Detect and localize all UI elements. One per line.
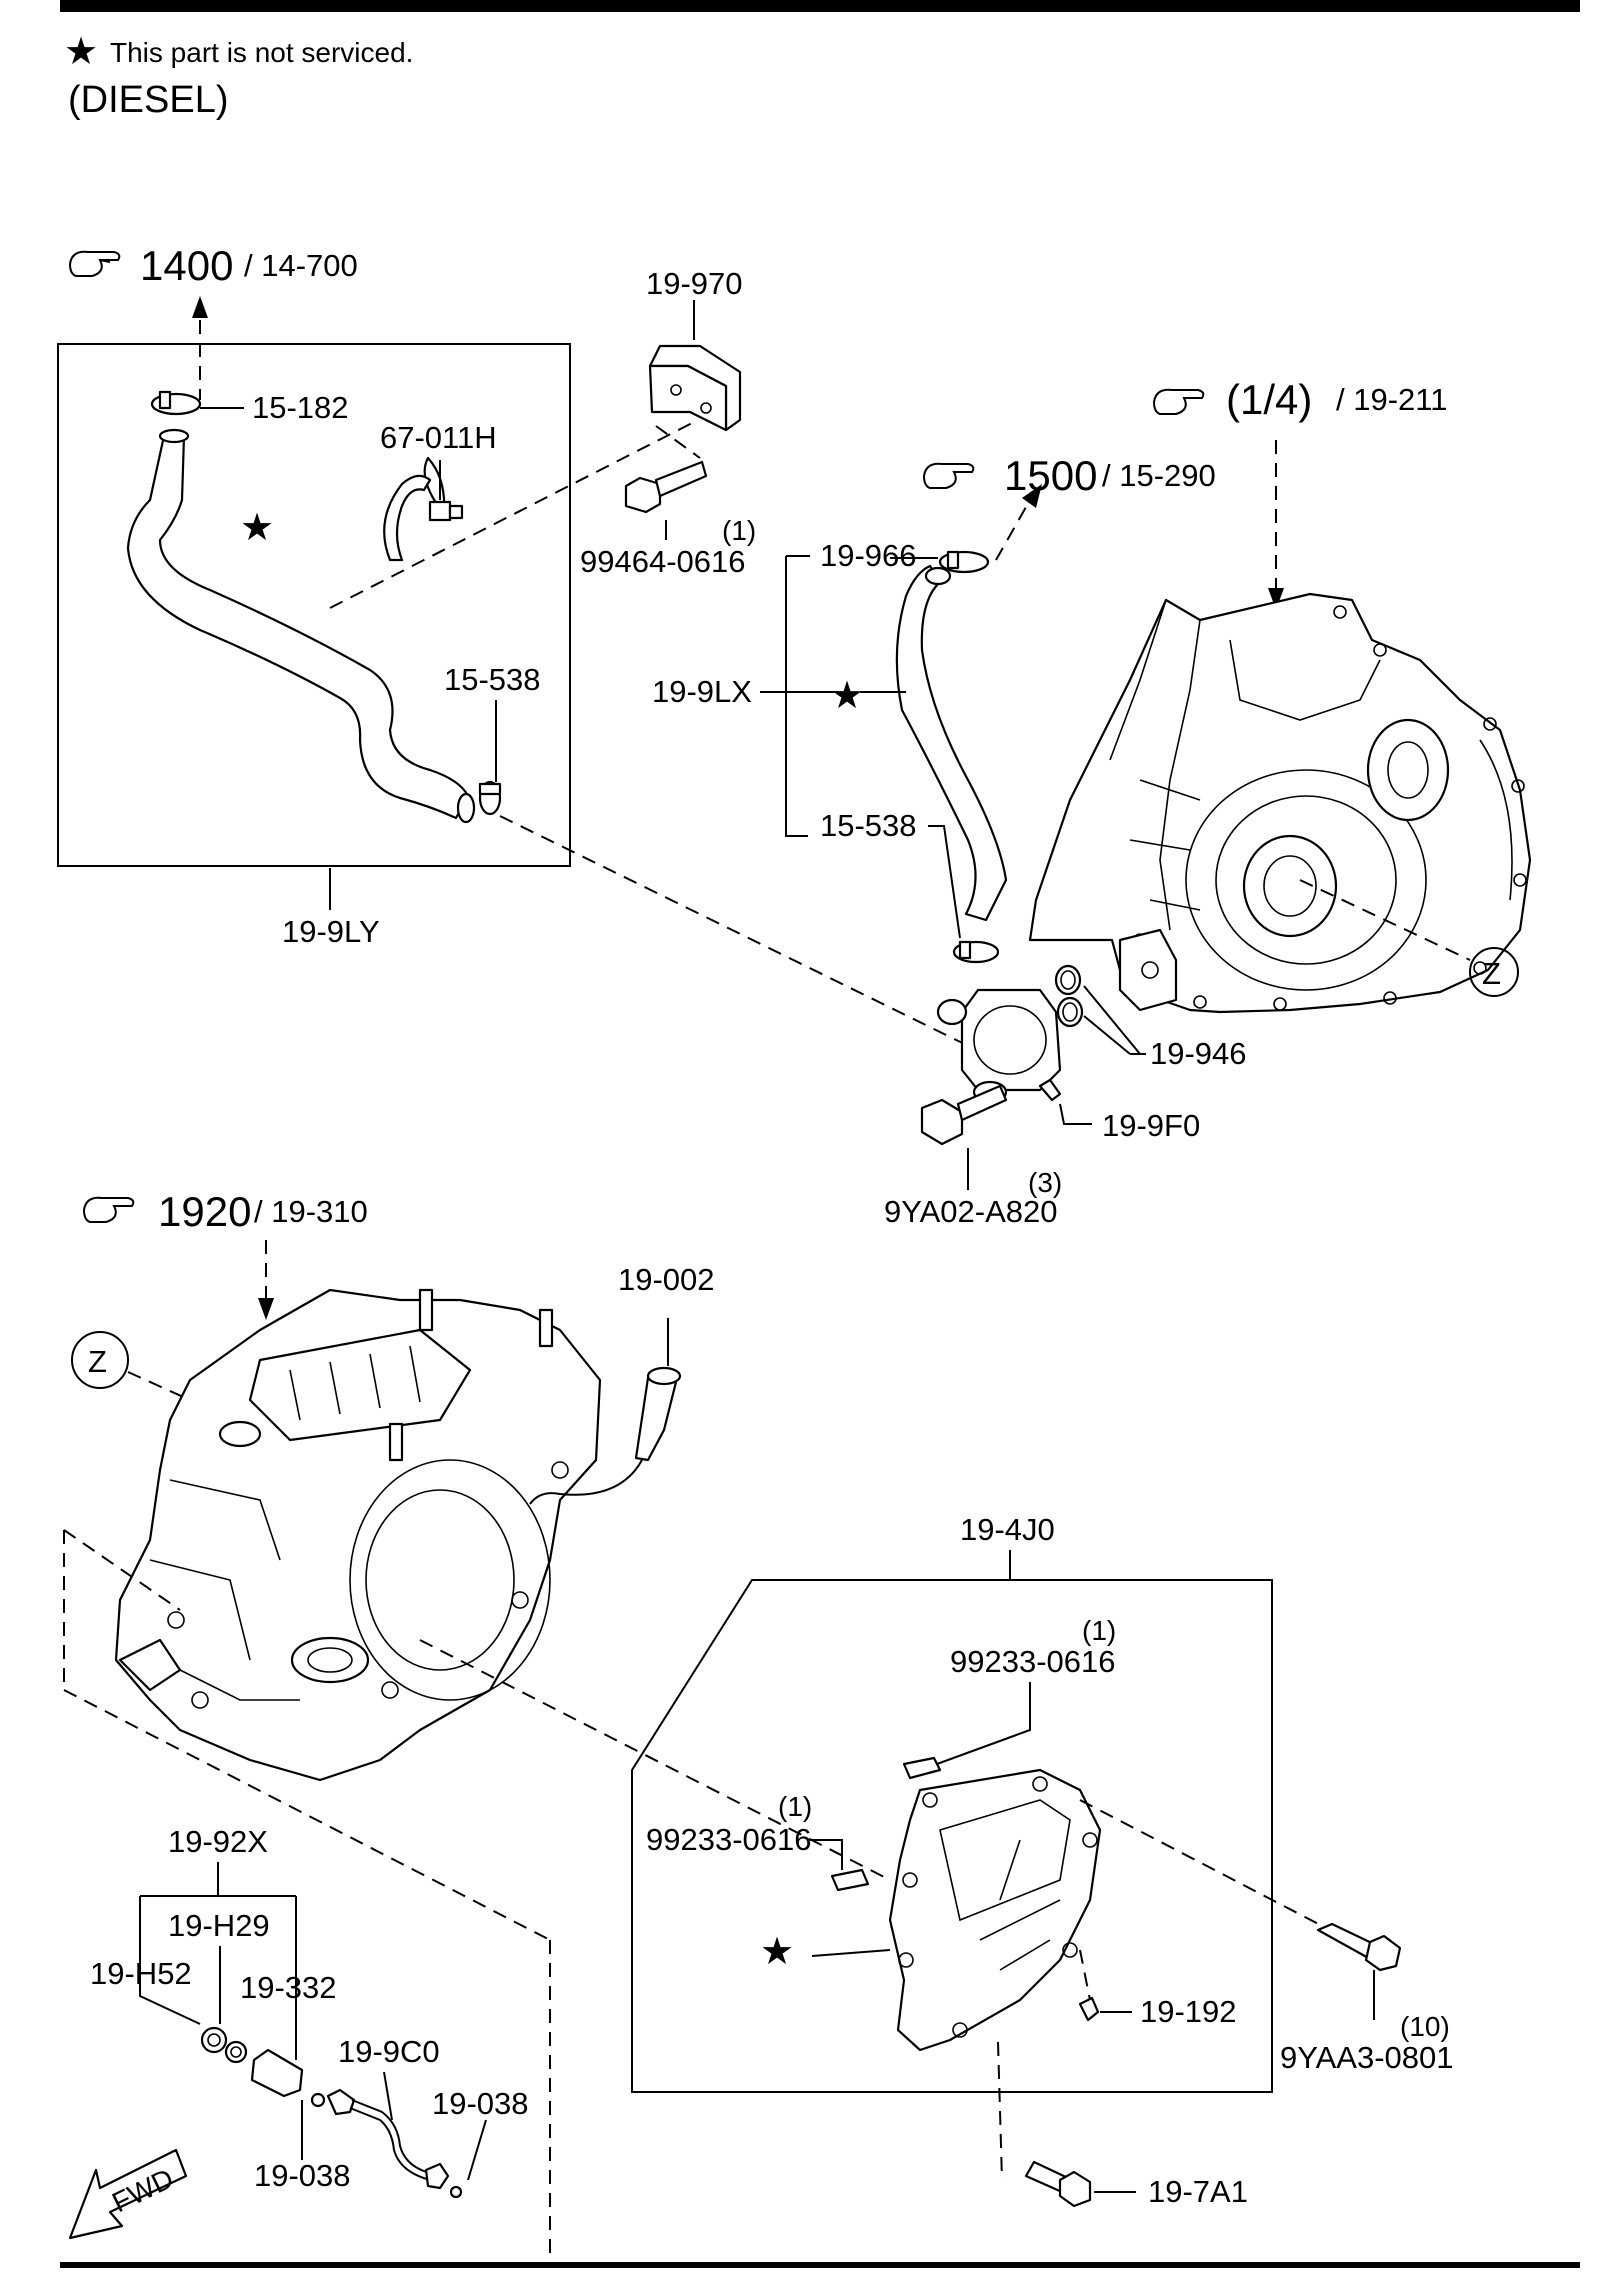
svg-text:Z: Z: [88, 1344, 107, 1379]
qty-9YA02: (3): [1028, 1167, 1062, 1198]
hose-clamp-15-182[interactable]: [150, 390, 202, 416]
label-19-038-a: 19-038: [254, 2158, 351, 2193]
top-border: [60, 0, 1580, 12]
svg-text:1920: 1920: [158, 1188, 251, 1235]
label-99464-0616: 99464-0616: [580, 544, 746, 579]
star-icon: ★: [760, 1931, 794, 1973]
svg-text:1500: 1500: [1004, 452, 1097, 499]
label-19-9LY: 19-9LY: [282, 914, 380, 949]
hose-clamp-15-538-b[interactable]: [952, 940, 1000, 964]
plug-19-192[interactable]: [1078, 1996, 1100, 2022]
oil-cooler[interactable]: [936, 988, 1062, 1104]
hose-clip-67-011H[interactable]: [383, 456, 464, 562]
o-ring-19-038-b[interactable]: [449, 2185, 463, 2199]
not-serviced-note: This part is not serviced.: [110, 37, 413, 68]
side-cover[interactable]: [888, 1768, 1102, 2052]
hose-clamp-15-538-a[interactable]: [478, 780, 502, 816]
qty-9YAA3: (10): [1400, 2011, 1450, 2042]
label-19-9F0: 19-9F0: [1102, 1108, 1200, 1143]
bolt-9YA02-A820[interactable]: [920, 1084, 1008, 1146]
hose-assembly-box-19-9LY: [57, 343, 571, 867]
o-ring-19-H52[interactable]: [200, 2026, 228, 2054]
reference-marker-z: Z: [71, 1331, 129, 1389]
label-19-966: 19-966: [820, 538, 917, 573]
cover-assembly-box-19-4J0: [631, 1579, 1273, 2093]
star-icon: ★: [240, 507, 274, 549]
label-9YAA3-0801: 9YAA3-0801: [1280, 2040, 1454, 2075]
variant-title: (DIESEL): [68, 79, 228, 121]
note-star-icon: ★: [64, 31, 98, 73]
ref-1-4[interactable]: (1/4) / 19-211: [1152, 376, 1447, 423]
bolt-9YAA3-0801[interactable]: [1316, 1922, 1402, 1972]
transaxle-case[interactable]: [114, 1288, 602, 1782]
label-9YA02-A820: 9YA02-A820: [884, 1194, 1058, 1229]
pointing-hand-icon: [1152, 388, 1205, 415]
svg-text:(1/4): (1/4): [1226, 376, 1312, 423]
label-19-9LX: 19-9LX: [652, 674, 752, 709]
label-19-7A1: 19-7A1: [1148, 2174, 1248, 2209]
svg-text:/ 15-290: / 15-290: [1102, 458, 1216, 493]
converter-housing[interactable]: [1028, 592, 1532, 1014]
o-ring-19-H29[interactable]: [224, 2040, 248, 2064]
label-19-332: 19-332: [240, 1970, 337, 2005]
ref-1500[interactable]: 1500 / 15-290: [922, 452, 1216, 499]
ref-1920[interactable]: 1920 / 19-310: [82, 1188, 368, 1235]
svg-text:/ 14-700: / 14-700: [244, 248, 358, 283]
reference-marker-z: Z: [1469, 947, 1519, 997]
fwd-arrow-icon: FWD: [68, 2148, 188, 2240]
qty-99233-a: (1): [1082, 1615, 1116, 1646]
dowel-pin-a[interactable]: [902, 1756, 942, 1780]
bolt-99464-0616[interactable]: [624, 460, 708, 514]
label-19-038-b: 19-038: [432, 2086, 529, 2121]
label-19-946: 19-946: [1150, 1036, 1247, 1071]
pointing-hand-icon: [82, 1196, 135, 1223]
bottom-border: [60, 2262, 1580, 2268]
label-99233-0616-b: 99233-0616: [646, 1822, 812, 1857]
oil-pipe-19-9C0[interactable]: [326, 2088, 450, 2190]
o-rings-19-946[interactable]: [1054, 964, 1084, 1028]
bracket-19-970[interactable]: [648, 344, 742, 432]
o-ring-19-038-a[interactable]: [310, 2092, 326, 2108]
svg-text:Z: Z: [1482, 956, 1501, 991]
oil-cooler-hose[interactable]: [895, 564, 1008, 922]
svg-text:/ 19-310: / 19-310: [254, 1194, 368, 1229]
qty-99464: (1): [722, 515, 756, 546]
label-15-182: 15-182: [252, 390, 349, 425]
pointing-hand-icon: [68, 250, 121, 277]
bolt-19-7A1[interactable]: [1024, 2160, 1092, 2208]
svg-text:1400: 1400: [140, 242, 233, 289]
label-19-970: 19-970: [646, 266, 743, 301]
label-19-H29: 19-H29: [168, 1908, 270, 1943]
breather-hose-19-002[interactable]: [529, 1366, 682, 1505]
svg-text:/ 19-211: / 19-211: [1336, 382, 1447, 417]
label-19-4J0: 19-4J0: [960, 1512, 1055, 1547]
connector-19-332[interactable]: [250, 2048, 304, 2098]
label-19-002: 19-002: [618, 1262, 715, 1297]
qty-99233-b: (1): [778, 1791, 812, 1822]
label-99233-0616-a: 99233-0616: [950, 1644, 1116, 1679]
pointing-hand-icon: [922, 462, 975, 489]
label-19-H52: 19-H52: [90, 1956, 192, 1991]
water-hose[interactable]: [126, 428, 476, 824]
hose-clamp-19-966[interactable]: [938, 550, 990, 574]
label-15-538-b: 15-538: [820, 808, 917, 843]
label-19-192: 19-192: [1140, 1994, 1237, 2029]
label-67-011H: 67-011H: [380, 420, 497, 455]
star-icon: ★: [830, 675, 864, 717]
label-15-538-a: 15-538: [444, 662, 541, 697]
label-19-9C0: 19-9C0: [338, 2034, 440, 2069]
label-19-92X: 19-92X: [168, 1824, 268, 1859]
dowel-pin-b[interactable]: [830, 1868, 870, 1892]
ref-1400[interactable]: 1400 / 14-700: [68, 242, 358, 289]
